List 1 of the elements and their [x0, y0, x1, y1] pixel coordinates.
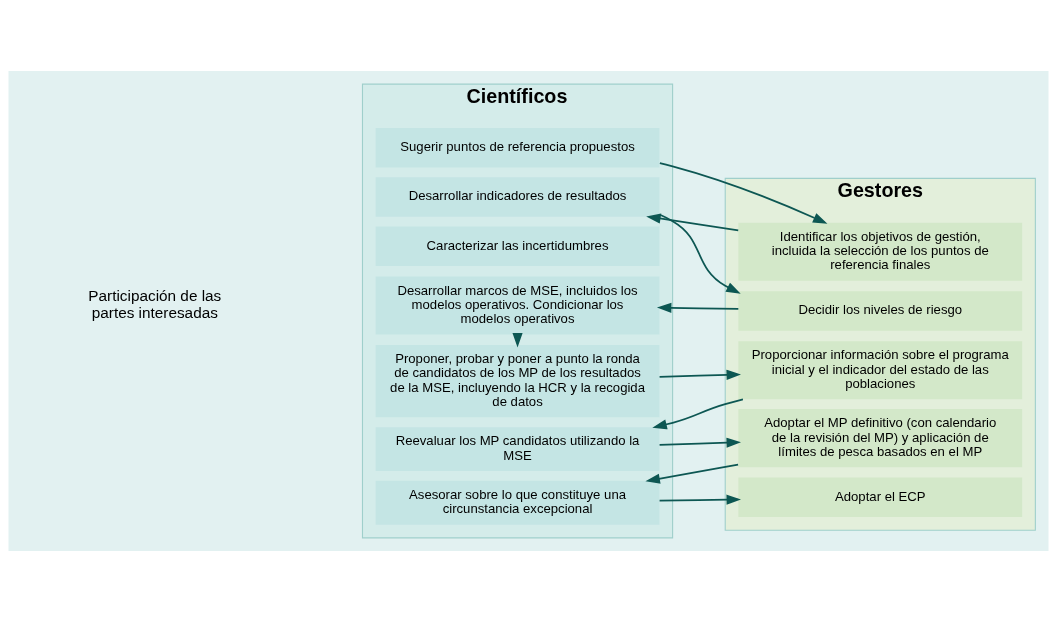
label: Participación de las partes interesadas: [88, 287, 222, 321]
